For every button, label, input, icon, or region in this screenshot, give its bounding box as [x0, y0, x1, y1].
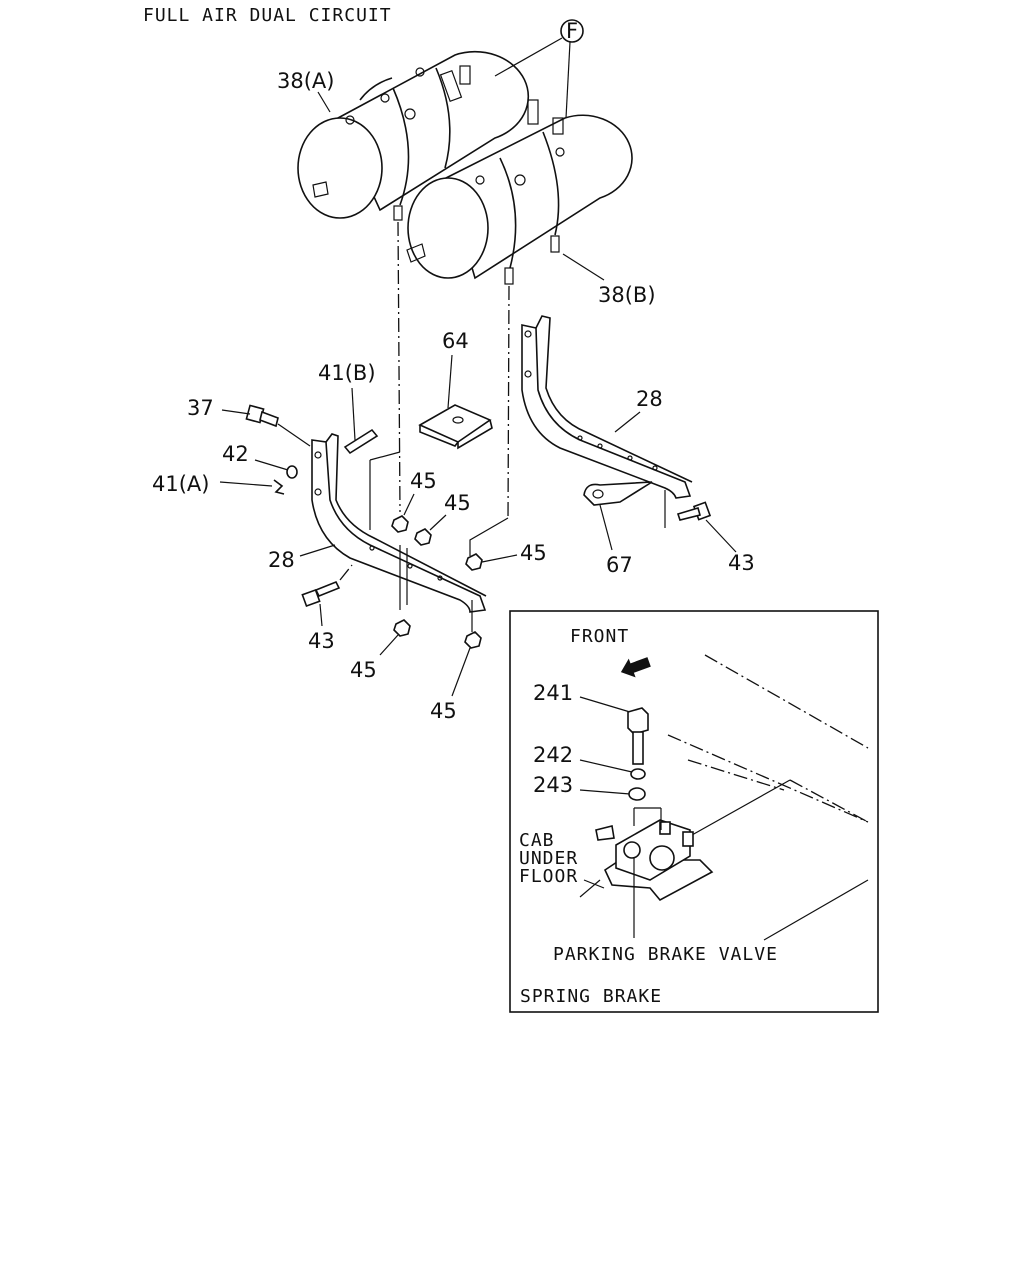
callout-45-d: 45 [350, 658, 377, 682]
inset-caption: SPRING BRAKE [520, 986, 662, 1007]
callout-43-left: 43 [308, 629, 335, 653]
callout-f-label: F [566, 19, 578, 43]
washer-242 [630, 768, 646, 780]
callout-28-left: 28 [268, 548, 295, 572]
spring-brake-inset: FRONT 241 242 243 [509, 610, 879, 1013]
callout-45-c: 45 [520, 541, 547, 565]
callout-45-a: 45 [410, 469, 437, 493]
air-tank-b [406, 99, 633, 285]
callout-241: 241 [533, 681, 573, 705]
callout-38a: 38(A) [277, 69, 334, 93]
callout-45-e: 45 [430, 699, 457, 723]
front-label: FRONT [570, 626, 629, 647]
cab-label-line1: CAB [519, 830, 555, 851]
washer-243 [628, 787, 646, 801]
bolt-43-left [301, 580, 341, 608]
plate-64 [418, 404, 493, 450]
front-arrow-icon [620, 657, 651, 678]
cab-label-line3: FLOOR [519, 866, 578, 887]
right-bracket-28 [521, 315, 693, 528]
bolt-37 [245, 404, 279, 428]
callout-242: 242 [533, 743, 573, 767]
callout-41b: 41(B) [318, 361, 376, 385]
nut-45-a [391, 515, 409, 533]
valve-label: PARKING BRAKE VALVE [553, 944, 778, 965]
bolt-43-right [676, 501, 712, 521]
pin-41a [273, 479, 285, 495]
bolt-241 [627, 707, 649, 765]
plate-67 [583, 481, 653, 506]
parking-brake-valve [595, 807, 714, 902]
callout-64: 64 [442, 329, 469, 353]
callout-37: 37 [187, 396, 214, 420]
nut-45-d [393, 619, 411, 637]
callout-42: 42 [222, 442, 249, 466]
air-tank-a [297, 50, 530, 221]
nut-45-e [464, 631, 482, 649]
cab-label-line2: UNDER [519, 848, 578, 869]
washer-42 [286, 465, 298, 479]
callout-45-b: 45 [444, 491, 471, 515]
nut-45-c [465, 553, 483, 571]
callout-28-right: 28 [636, 387, 663, 411]
strap-line-b [507, 285, 510, 521]
callout-41a: 41(A) [152, 472, 209, 496]
callout-243: 243 [533, 773, 573, 797]
pin-41b [343, 428, 379, 455]
callout-f: F [494, 19, 584, 119]
nut-45-b [414, 528, 432, 546]
strap-line-a [397, 221, 401, 513]
callout-38b: 38(B) [598, 283, 656, 307]
callout-43-right: 43 [728, 551, 755, 575]
callout-67: 67 [606, 553, 633, 577]
diagram-title: FULL AIR DUAL CIRCUIT [143, 5, 392, 26]
left-bracket-28 [311, 433, 487, 613]
